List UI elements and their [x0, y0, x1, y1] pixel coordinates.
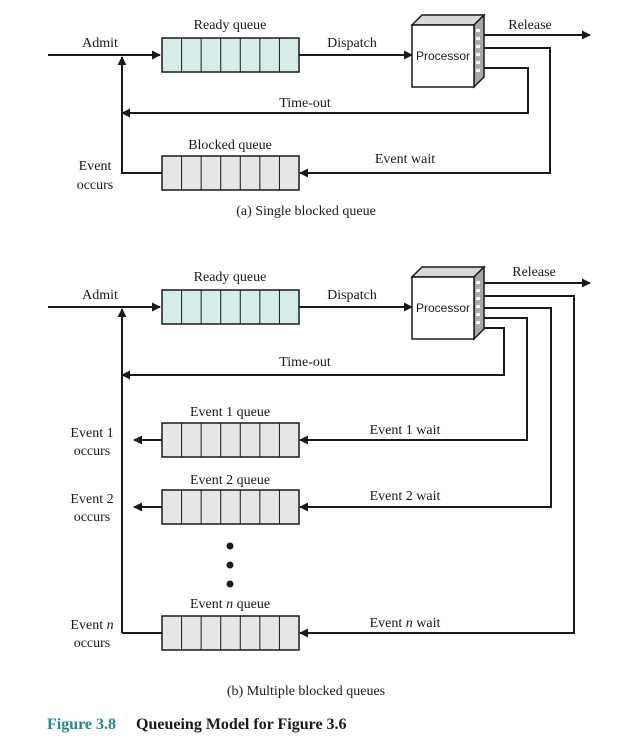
figure-caption: Figure 3.8 Queueing Model for Figure 3.6 [47, 716, 347, 733]
processor-port [476, 305, 480, 308]
processor-front-face [411, 276, 475, 340]
processor-port [476, 37, 480, 40]
ready-queue-label-b: Ready queue [194, 270, 267, 285]
event-occurs-label: Event [79, 159, 112, 174]
diagram-single-blocked-queue: Ready queue Admit Dispatch Release Time-… [48, 13, 591, 219]
processor-port [476, 69, 480, 72]
eventn-queue [161, 615, 300, 651]
event2-queue-label: Event 2 queue [190, 473, 270, 488]
event-wait-arrow [299, 47, 551, 178]
diagram-multiple-blocked-queues: Ready queue Admit Dispatch Release Time-… [48, 265, 591, 699]
eventn-occurs-label: Event n [70, 618, 113, 633]
figure-title: Queueing Model for Figure 3.6 [136, 716, 347, 733]
processor-port [476, 281, 480, 284]
admit-label-b: Admit [82, 288, 118, 303]
processor-top-face [410, 14, 486, 26]
processor-port [476, 53, 480, 56]
timeout-label-b: Time-out [279, 355, 331, 370]
event-occurs-label-2: occurs [77, 178, 114, 193]
release-label: Release [508, 18, 552, 33]
event2-wait-label: Event 2 wait [370, 489, 441, 504]
processor-port [476, 321, 480, 324]
timeout-arrow [121, 67, 529, 118]
timeout-label: Time-out [279, 96, 331, 111]
ready-queue [161, 37, 300, 73]
dispatch-label-b: Dispatch [327, 288, 377, 303]
ready-queue-body [161, 37, 300, 73]
processor-box: Processor [410, 13, 486, 89]
caption-b: (b) Multiple blocked queues [227, 684, 385, 699]
processor-top-face [410, 266, 486, 278]
event2-occurs-label-2: occurs [74, 510, 111, 525]
event1-occurs-label-2: occurs [74, 444, 111, 459]
event2-queue-body [161, 489, 300, 525]
processor-port [476, 29, 480, 32]
ready-queue-b-body [161, 289, 300, 325]
eventn-queue-label: Event n queue [190, 597, 270, 612]
processor-side-face [473, 13, 485, 89]
event1-queue-body [161, 422, 300, 458]
processor-port [476, 297, 480, 300]
release-label-b: Release [512, 265, 556, 280]
processor-port [476, 61, 480, 64]
figure-number: Figure 3.8 [47, 716, 116, 733]
blocked-queue-body [161, 155, 300, 191]
blocked-queue-label: Blocked queue [188, 138, 272, 153]
blocked-queue [161, 155, 300, 191]
event1-queue-label: Event 1 queue [190, 405, 270, 420]
eventn-occurs-label-2: occurs [74, 636, 111, 651]
ready-queue-label: Ready queue [194, 18, 267, 33]
processor-label: Processor [416, 301, 470, 315]
event1-wait-arrow [299, 317, 528, 445]
dispatch-label: Dispatch [327, 36, 377, 51]
ready-queue-b [161, 289, 300, 325]
event2-wait-arrow [299, 307, 552, 512]
eventn-wait-arrow [299, 295, 575, 638]
event1-wait-label: Event 1 wait [370, 423, 441, 438]
event-wait-label: Event wait [375, 152, 435, 167]
event1-queue [161, 422, 300, 458]
admit-label: Admit [82, 36, 118, 51]
ellipsis-dot [226, 542, 234, 550]
timeout-arrow-b [121, 327, 505, 380]
processor-front-face [411, 24, 475, 88]
processor-label: Processor [416, 49, 470, 63]
eventn-wait-label: Event n wait [370, 616, 441, 631]
eventn-queue-body [161, 615, 300, 651]
event-occurs-arrow [117, 56, 162, 174]
ellipsis-dot [226, 561, 234, 569]
event2-occurs-label: Event 2 [70, 492, 113, 507]
caption-a: (a) Single blocked queue [236, 204, 376, 219]
processor-box-b: Processor [410, 265, 486, 341]
processor-port [476, 45, 480, 48]
processor-port [476, 289, 480, 292]
processor-side-face [473, 265, 485, 341]
event1-occurs-label: Event 1 [70, 426, 113, 441]
processor-port [476, 313, 480, 316]
event2-queue [161, 489, 300, 525]
ellipsis-dot [226, 580, 234, 588]
